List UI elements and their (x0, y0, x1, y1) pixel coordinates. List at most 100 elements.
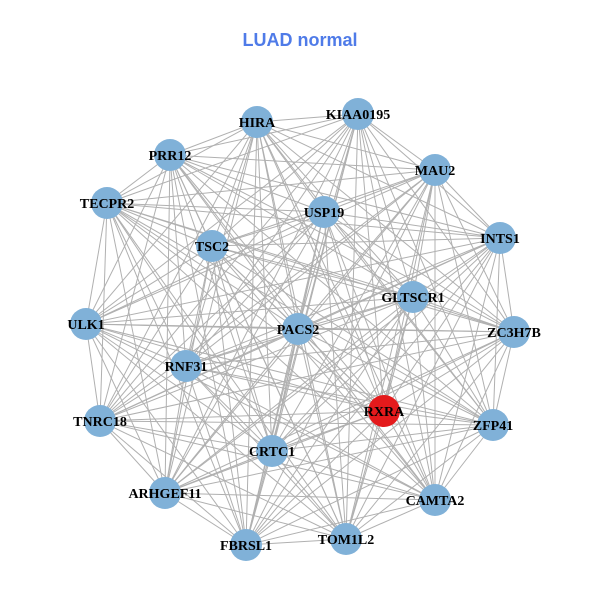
edge-PACS2-CAMTA2 (297, 328, 436, 501)
edge-TECPR2-TNRC18 (99, 202, 108, 422)
edge-ZC3H7B-RNF31 (185, 331, 515, 367)
node-circle (282, 313, 314, 345)
node-PRR12[interactable]: PRR12 (149, 139, 192, 171)
node-label: ZFP41 (473, 419, 513, 434)
node-HIRA[interactable]: HIRA (239, 106, 276, 138)
node-circle (397, 281, 429, 313)
edge-MAU2-PACS2 (297, 169, 436, 330)
edge-USP19-INTS1 (323, 211, 501, 239)
node-TOM1L2[interactable]: TOM1L2 (318, 523, 375, 555)
edge-TECPR2-CAMTA2 (106, 202, 436, 501)
node-ULK1[interactable]: ULK1 (67, 308, 105, 340)
edge-GLTSCR1-ZFP41 (412, 296, 494, 426)
node-circle (241, 106, 273, 138)
edge-ULK1-ZFP41 (85, 323, 494, 426)
edge-KIAA0195-ARHGEF11 (164, 113, 359, 494)
edge-CRTC1-ARHGEF11 (164, 450, 273, 494)
edge-HIRA-RXRA (256, 121, 385, 412)
edge-MAU2-TECPR2 (106, 169, 436, 204)
node-RNF31[interactable]: RNF31 (165, 350, 208, 382)
node-circle (170, 350, 202, 382)
edge-RNF31-ARHGEF11 (164, 365, 187, 494)
node-circle (419, 484, 451, 516)
edge-PRR12-INTS1 (169, 154, 501, 239)
edge-PACS2-RXRA (297, 328, 385, 412)
edge-KIAA0195-GLTSCR1 (357, 113, 414, 298)
node-circle (368, 395, 400, 427)
edge-PRR12-USP19 (169, 154, 325, 213)
edge-TSC2-RNF31 (185, 245, 213, 367)
node-MAU2[interactable]: MAU2 (415, 154, 455, 186)
edge-RXRA-ZFP41 (383, 410, 494, 426)
edge-USP19-ZFP41 (323, 211, 494, 426)
edge-USP19-ZC3H7B (323, 211, 515, 333)
node-GLTSCR1[interactable]: GLTSCR1 (381, 281, 445, 313)
edge-MAU2-ZFP41 (434, 169, 494, 426)
edge-RXRA-TNRC18 (99, 410, 385, 422)
edge-TNRC18-ZFP41 (99, 420, 494, 426)
edge-USP19-ARHGEF11 (164, 211, 325, 494)
node-ZFP41[interactable]: ZFP41 (473, 409, 513, 441)
edge-RNF31-CAMTA2 (185, 365, 436, 501)
node-label: TECPR2 (80, 197, 134, 212)
edge-ZC3H7B-CAMTA2 (434, 331, 515, 501)
edge-HIRA-PACS2 (256, 121, 299, 330)
edge-PRR12-CRTC1 (169, 154, 273, 452)
edge-HIRA-KIAA0195 (256, 113, 359, 123)
edge-RNF31-RXRA (185, 365, 385, 412)
node-USP19[interactable]: USP19 (304, 196, 344, 228)
node-RXRA[interactable]: RXRA (364, 395, 405, 427)
edge-ULK1-RXRA (85, 323, 385, 412)
node-circle (154, 139, 186, 171)
edge-TECPR2-ARHGEF11 (106, 202, 166, 494)
node-ZC3H7B[interactable]: ZC3H7B (487, 316, 541, 348)
node-label: ULK1 (67, 318, 104, 333)
edge-GLTSCR1-ZC3H7B (412, 296, 515, 333)
node-circle (91, 187, 123, 219)
edge-ZC3H7B-CRTC1 (271, 331, 515, 452)
figure-title: LUAD normal (242, 30, 358, 50)
edge-RNF31-ZFP41 (185, 365, 494, 426)
edge-TECPR2-TSC2 (106, 202, 213, 247)
node-label: RXRA (364, 405, 405, 420)
edge-TSC2-TNRC18 (99, 245, 213, 422)
edge-USP19-RXRA (323, 211, 385, 412)
edge-RNF31-FBRSL1 (185, 365, 247, 546)
node-TNRC18[interactable]: TNRC18 (73, 405, 127, 437)
edge-KIAA0195-RXRA (357, 113, 385, 412)
edge-PACS2-ZC3H7B (297, 328, 515, 333)
edge-ARHGEF11-FBRSL1 (164, 492, 247, 546)
node-CAMTA2[interactable]: CAMTA2 (406, 484, 465, 516)
edge-TSC2-INTS1 (211, 237, 501, 247)
node-label: MAU2 (415, 164, 455, 179)
edge-ZC3H7B-RXRA (383, 331, 515, 412)
node-TSC2[interactable]: TSC2 (195, 230, 229, 262)
node-INTS1[interactable]: INTS1 (480, 222, 520, 254)
edge-ZC3H7B-TOM1L2 (345, 331, 515, 540)
node-ARHGEF11[interactable]: ARHGEF11 (128, 477, 202, 509)
edge-ULK1-FBRSL1 (85, 323, 247, 546)
edge-PACS2-ZFP41 (297, 328, 494, 426)
edge-HIRA-TSC2 (211, 121, 258, 247)
node-circle (308, 196, 340, 228)
edge-TSC2-ZC3H7B (211, 245, 515, 333)
edge-PRR12-ULK1 (85, 154, 171, 325)
node-FBRSL1[interactable]: FBRSL1 (220, 529, 272, 561)
edge-GLTSCR1-ULK1 (85, 296, 414, 325)
edge-ZC3H7B-TNRC18 (99, 331, 515, 422)
edge-USP19-TNRC18 (99, 211, 325, 422)
edge-TECPR2-INTS1 (106, 202, 501, 239)
edge-ULK1-TOM1L2 (85, 323, 347, 540)
edge-KIAA0195-CAMTA2 (357, 113, 436, 501)
node-TECPR2[interactable]: TECPR2 (80, 187, 134, 219)
node-KIAA0195[interactable]: KIAA0195 (326, 98, 391, 130)
node-circle (477, 409, 509, 441)
edge-PRR12-RNF31 (169, 154, 187, 367)
edge-ULK1-CRTC1 (85, 323, 273, 452)
node-PACS2[interactable]: PACS2 (277, 313, 320, 345)
node-circle (342, 98, 374, 130)
node-CRTC1[interactable]: CRTC1 (249, 435, 295, 467)
node-circle (498, 316, 530, 348)
